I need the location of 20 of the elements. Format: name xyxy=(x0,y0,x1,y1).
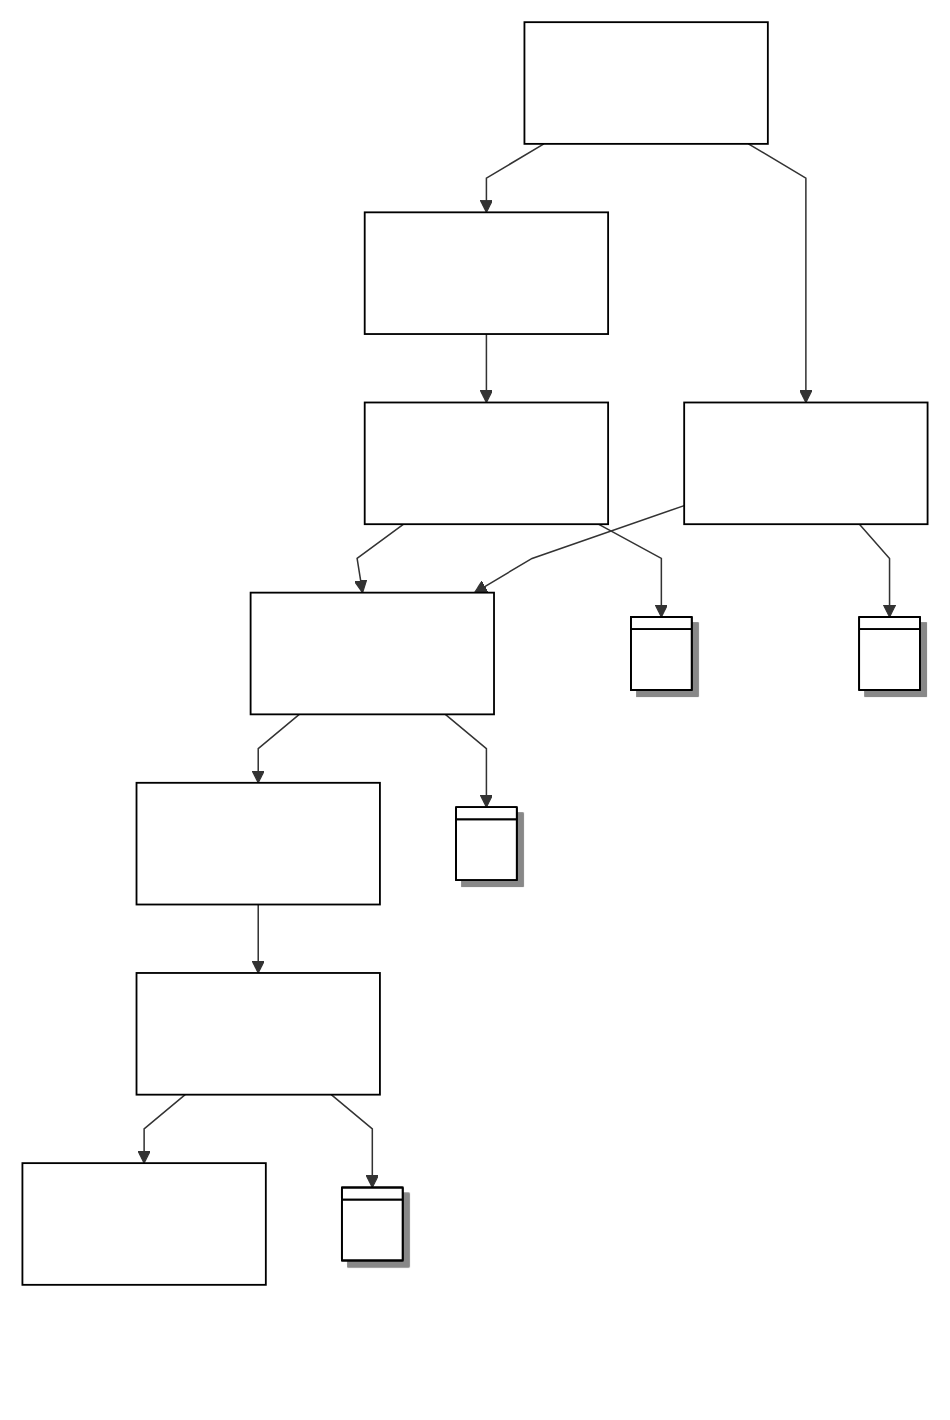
arrow xyxy=(444,713,494,808)
arrow xyxy=(479,143,545,213)
arrow xyxy=(137,1093,186,1164)
node-box xyxy=(363,211,610,335)
node-box xyxy=(683,401,929,526)
arrow xyxy=(251,903,265,974)
node-box xyxy=(135,781,381,906)
arrow xyxy=(479,333,494,404)
node-box xyxy=(21,1162,267,1286)
node-box xyxy=(523,21,769,145)
node-box xyxy=(135,972,381,1096)
arrow xyxy=(251,713,301,784)
arrow xyxy=(473,504,685,594)
arrow xyxy=(858,523,897,618)
arrow xyxy=(747,143,813,404)
arrow xyxy=(354,523,405,594)
node-box xyxy=(363,401,610,526)
arrow xyxy=(330,1093,379,1189)
arrow xyxy=(597,523,669,618)
node-box xyxy=(249,591,495,716)
